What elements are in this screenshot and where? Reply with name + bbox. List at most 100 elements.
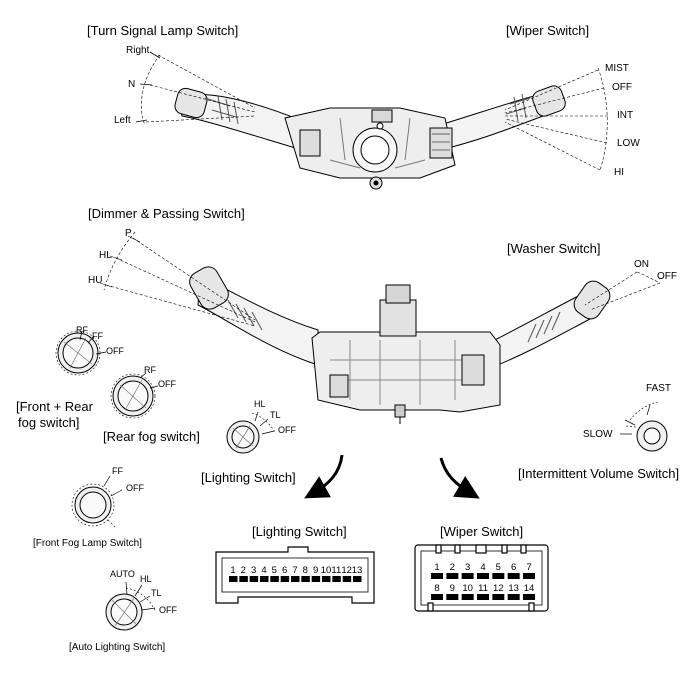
auto-lighting-off: OFF [159,605,177,615]
wiper-pin-terminal [477,573,489,579]
wiper-low: LOW [617,138,640,149]
wiper-pin-terminal [477,594,489,600]
lighting-pin-number: 1 [230,565,235,576]
lighting-pin-number: 13 [352,565,363,576]
auto-lighting-hl: HL [140,574,152,584]
wiper-pin-number: 4 [480,562,485,573]
wiper-pin-terminal [492,573,505,579]
lighting-pin-terminal [332,576,341,582]
rear-fog-knob [110,372,159,419]
wiper-hi: HI [614,167,624,178]
wiper-pin-number: 10 [462,583,473,594]
wiper-pin-terminal [492,594,505,600]
lighting-pin-terminal [311,576,321,582]
wiper-pin-number: 7 [526,562,531,573]
lighting-connector [215,546,375,604]
turn-signal-left: Left [114,115,131,126]
arrow-to-wiper-connector [439,457,480,499]
wiper-pin-terminal [523,573,535,579]
lighting-pin-terminal [301,576,310,582]
wiper-pin-terminal [523,594,535,600]
dimmer-hl: HL [99,250,112,261]
wiper-pin-terminal [446,573,459,579]
dimmer-p: P [125,228,132,239]
lighting-pin-number: 11 [331,565,341,576]
lighting-pin-terminal [322,576,331,582]
wiper-pin-terminal [431,594,443,600]
lighting-pin-number: 10 [321,565,332,576]
lighting-pin-terminal [260,576,269,582]
wiper-pin-terminal [461,594,474,600]
lighting-pin-terminal [239,576,248,582]
dimmer-title: [Dimmer & Passing Switch] [88,206,245,221]
wiper-off: OFF [612,82,632,93]
turn-signal-guides [141,54,256,126]
intermittent-slow: SLOW [583,429,613,440]
lighting-hl: HL [254,399,266,409]
wiper-pin-number: 2 [450,562,455,573]
auto-lighting-knob [105,581,157,631]
lighting-pin-terminal [229,576,238,582]
front-fog-ff: FF [112,466,123,476]
wiper-pin-terminal [507,573,520,579]
wiper-pin-number: 1 [434,562,439,573]
wiper-pin-number: 12 [493,583,504,594]
lighting-pin-number: 5 [272,565,277,576]
washer-title: [Washer Switch] [507,241,601,256]
lighting-tl: TL [270,410,281,420]
intermittent-knob [620,401,668,452]
turn-signal-right: Right [126,45,150,56]
front-fog-off: OFF [126,483,144,493]
lighting-pin-terminal [353,576,362,582]
wiper-pin-number: 14 [524,583,535,594]
wiper-guides [504,67,608,171]
lighting-pin-terminal [342,576,352,582]
front-rear-fog-rf: RF [76,325,88,335]
lighting-off: OFF [278,425,296,435]
wiper-pin-number: 6 [511,562,516,573]
wiper-connector-title: [Wiper Switch] [440,524,524,539]
lighting-pin-terminal [270,576,279,582]
wiper-pin-number: 11 [478,583,488,594]
lighting-pin-number: 12 [341,565,352,576]
wiper-pin-terminal [446,594,459,600]
turn-signal-title: [Turn Signal Lamp Switch] [87,23,239,38]
lighting-pin-number: 9 [313,565,318,576]
washer-off: OFF [657,271,677,282]
lighting-pin-number: 2 [241,565,246,576]
wiper-pin-number: 9 [450,583,455,594]
lighting-pin-number: 7 [292,565,297,576]
top-switch-assembly [174,85,566,190]
rear-fog-off: OFF [158,379,176,389]
bottom-switch-assembly [189,266,611,424]
wiper-pin-number: 13 [508,583,519,594]
lighting-pin-number: 8 [303,565,308,576]
intermittent-title: [Intermittent Volume Switch] [518,466,680,481]
wiper-pin-number: 3 [465,562,470,573]
dimmer-guides [99,231,256,327]
lighting-connector-title: [Lighting Switch] [252,524,347,539]
front-rear-fog-title-2: fog switch] [18,415,80,430]
auto-lighting-tl: TL [151,588,162,598]
washer-on: ON [634,259,649,270]
rear-fog-title: [Rear fog switch] [103,429,200,444]
wiper-mist: MIST [605,63,629,74]
lighting-pin-terminal [291,576,300,582]
auto-lighting-title: [Auto Lighting Switch] [69,642,166,653]
front-fog-lamp-title: [Front Fog Lamp Switch] [33,538,142,549]
wiper-pin-terminal [507,594,520,600]
front-rear-fog-off: OFF [106,346,124,356]
wiper-int: INT [617,110,634,121]
rear-fog-rf: RF [144,365,156,375]
front-rear-fog-knob [55,330,107,376]
lighting-pin-terminal [280,576,290,582]
lighting-pin-number: 4 [261,565,266,576]
wiper-pin-number: 8 [434,583,439,594]
intermittent-fast: FAST [646,383,672,394]
lighting-pin-terminal [249,576,259,582]
wiper-title: [Wiper Switch] [506,23,590,38]
front-rear-fog-ff: FF [92,331,103,341]
